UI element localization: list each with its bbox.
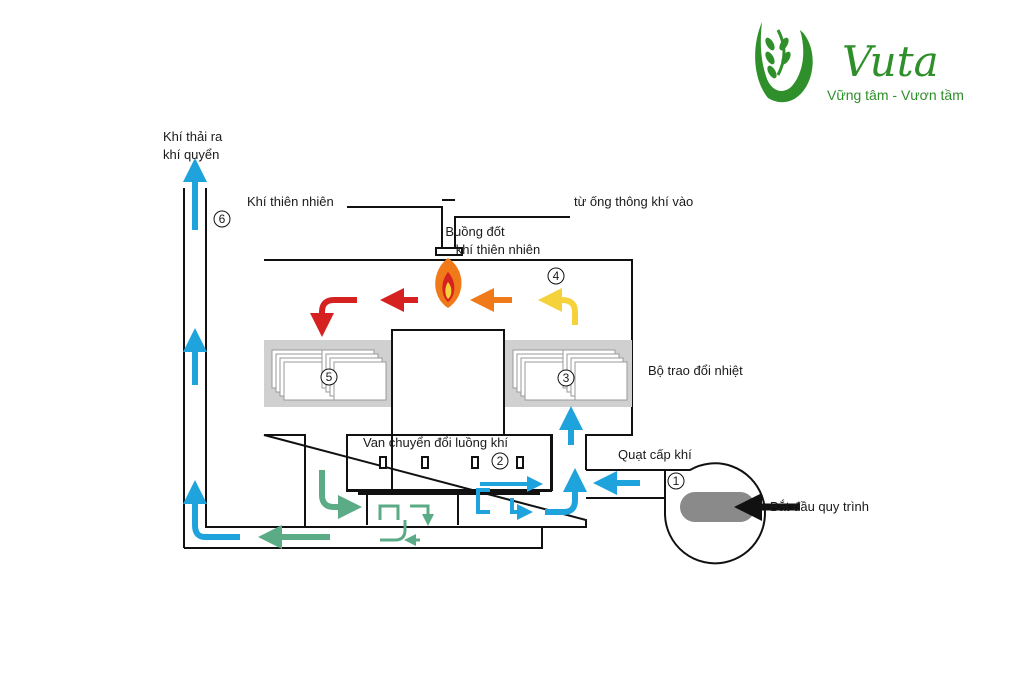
step-markers: 1 2 3 4 5 6 bbox=[213, 210, 685, 490]
hot-air-arrows bbox=[310, 288, 578, 337]
label-natural-gas: Khí thiên nhiên bbox=[247, 194, 334, 209]
fresh-air-arrows bbox=[183, 158, 640, 540]
housing bbox=[183, 188, 665, 549]
svg-text:6: 6 bbox=[219, 212, 226, 226]
step-marker-1: 1 bbox=[667, 472, 685, 490]
label-supply-fan: Quạt cấp khí bbox=[618, 447, 692, 462]
label-exhaust-line1: Khí thải ra bbox=[163, 129, 223, 144]
label-heat-exchanger: Bộ trao đổi nhiệt bbox=[648, 363, 743, 378]
flame-icon bbox=[435, 258, 462, 308]
exhaust-flow-arrows bbox=[258, 470, 434, 549]
logo-brand: Vuta bbox=[842, 37, 939, 86]
label-valve: Van chuyển đổi luồng khí bbox=[363, 435, 508, 450]
svg-text:1: 1 bbox=[673, 474, 680, 488]
step-marker-2: 2 bbox=[491, 452, 509, 470]
diagram-labels: Khí thải ra khí quyển Khí thiên nhiên từ… bbox=[163, 129, 869, 514]
label-exhaust-line2: khí quyển bbox=[163, 147, 219, 162]
svg-text:4: 4 bbox=[553, 269, 560, 283]
vuta-logo: Vuta Vững tâm - Vươn tầm bbox=[755, 22, 964, 103]
step-marker-3: 3 bbox=[557, 369, 575, 387]
wheat-leaf-icon bbox=[755, 22, 813, 103]
heat-exchanger-right bbox=[505, 340, 632, 407]
label-from-duct: từ ống thông khí vào bbox=[574, 194, 693, 209]
step-marker-5: 5 bbox=[320, 368, 338, 386]
svg-text:2: 2 bbox=[497, 454, 504, 468]
label-burner-line2: khí thiên nhiên bbox=[456, 242, 541, 257]
step-marker-6: 6 bbox=[213, 210, 231, 228]
svg-text:5: 5 bbox=[326, 370, 333, 384]
label-burner-line1: Buồng đốt bbox=[445, 224, 505, 239]
supply-fan bbox=[664, 462, 800, 565]
svg-text:3: 3 bbox=[563, 371, 570, 385]
step-marker-4: 4 bbox=[547, 267, 565, 285]
logo-tagline: Vững tâm - Vươn tầm bbox=[827, 87, 964, 103]
label-start: Bắt đầu quy trình bbox=[770, 499, 869, 514]
